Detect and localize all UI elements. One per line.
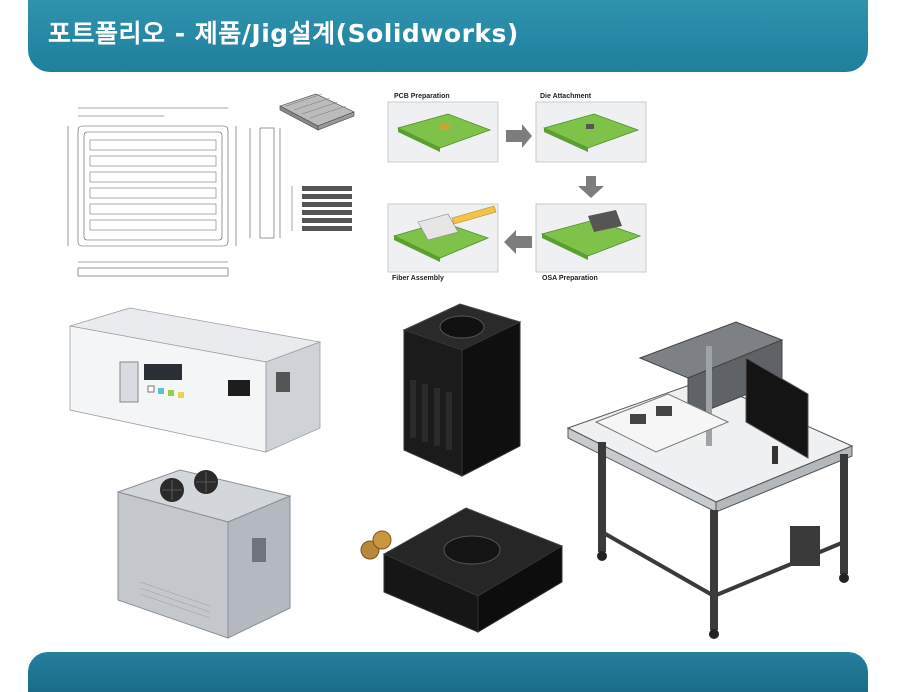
title-banner: 포트폴리오 - 제품/Jig설계(Solidworks)	[28, 0, 868, 72]
inspection-workstation-jig	[560, 296, 880, 641]
process-flow-diagram: PCB Preparation Die Attachment OSA Prepa…	[382, 86, 682, 286]
step-label-osa-preparation: OSA Preparation	[542, 275, 598, 282]
rack-mount-instrument	[64, 306, 326, 456]
arrow-right-icon	[506, 124, 532, 148]
footer-bar	[28, 652, 868, 692]
page-title: 포트폴리오 - 제품/Jig설계(Solidworks)	[48, 19, 519, 48]
arrow-down-icon	[578, 176, 604, 198]
step-label-pcb-preparation: PCB Preparation	[394, 93, 450, 100]
technical-drawing-tray	[64, 86, 364, 296]
cooling-unit-with-fans	[110, 462, 300, 642]
step-label-die-attachment: Die Attachment	[540, 93, 592, 100]
black-mount-plate	[356, 500, 576, 640]
black-cube-housing	[398, 300, 528, 480]
arrow-left-icon	[504, 230, 532, 254]
brass-fitting-icon	[372, 530, 392, 550]
step-label-fiber-assembly: Fiber Assembly	[392, 275, 444, 282]
